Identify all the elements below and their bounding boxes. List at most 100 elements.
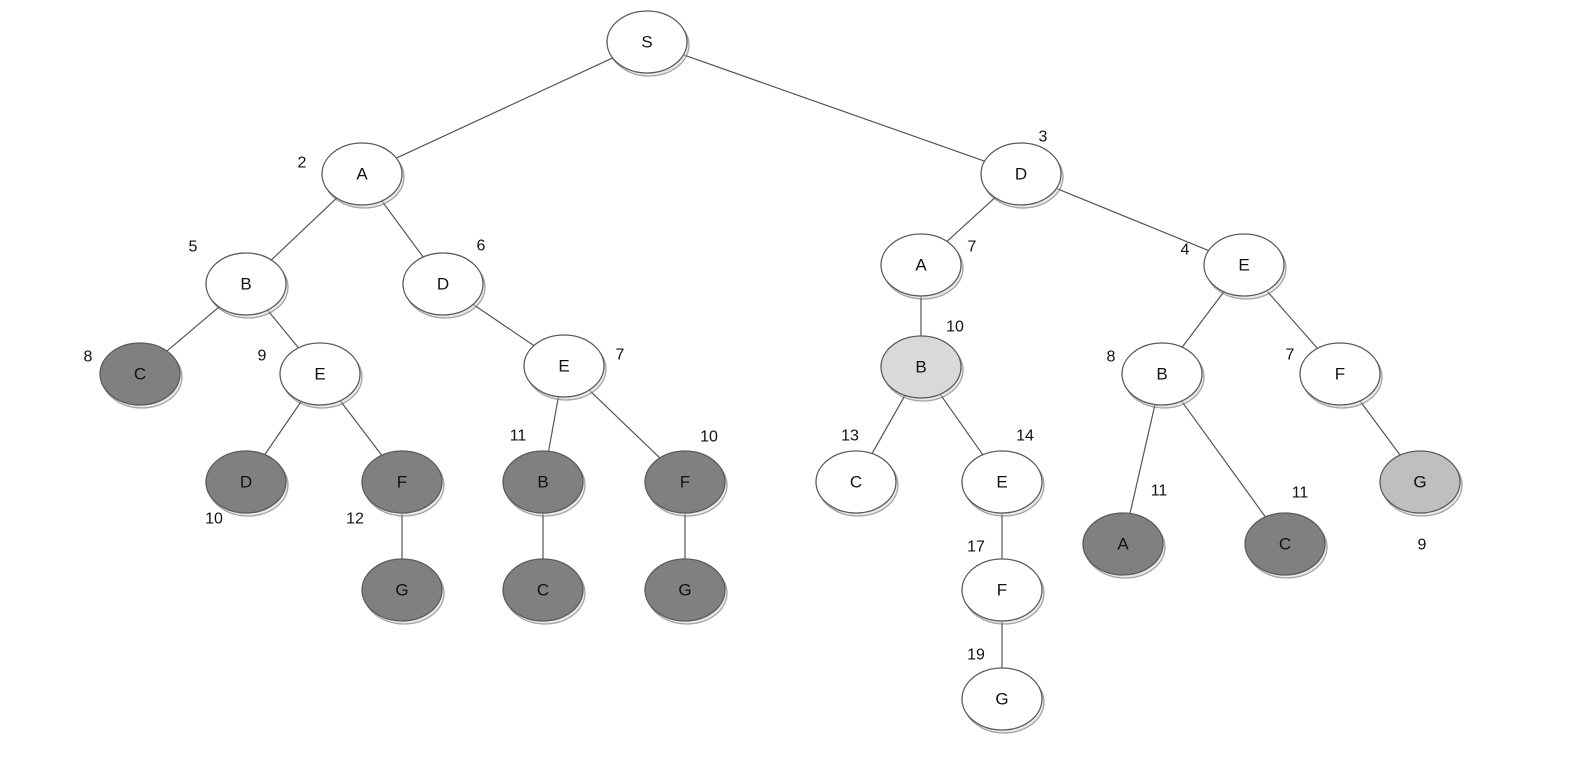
- node-circle: [815, 450, 897, 514]
- node-circle: [361, 450, 443, 514]
- node-label: C: [134, 365, 146, 384]
- path-cost-label: 2: [298, 155, 307, 172]
- tree-node-a: A: [321, 142, 405, 209]
- node-label: C: [850, 473, 862, 492]
- tree-node-e: E: [961, 450, 1045, 517]
- tree-node-g: G: [1379, 450, 1463, 517]
- tree-edge: [939, 393, 984, 456]
- node-circle: [1299, 342, 1381, 406]
- tree-node-c: C: [815, 450, 899, 517]
- path-cost-label: 11: [1292, 485, 1309, 502]
- node-label: G: [395, 581, 408, 600]
- tree-node-d: D: [205, 450, 289, 517]
- tree-edge: [1181, 400, 1266, 518]
- node-label: E: [558, 357, 569, 376]
- node-circle: [99, 342, 181, 406]
- tree-edge: [946, 197, 996, 242]
- node-label: G: [995, 690, 1008, 709]
- path-cost-label: 8: [84, 349, 93, 366]
- tree-node-e: E: [1203, 233, 1287, 300]
- node-label: B: [915, 358, 926, 377]
- node-circle: [1244, 512, 1326, 576]
- path-cost-label: 11: [510, 428, 527, 445]
- tree-edge: [264, 401, 302, 455]
- tree-node-e: E: [279, 342, 363, 409]
- node-circle: [1203, 233, 1285, 297]
- tree-edge: [1056, 187, 1209, 252]
- edges-layer: [166, 54, 1401, 668]
- tree-edge: [1359, 400, 1401, 456]
- node-label: D: [437, 275, 449, 294]
- node-circle: [880, 233, 962, 297]
- tree-node-g: G: [961, 667, 1045, 734]
- node-label: B: [240, 275, 251, 294]
- tree-node-f: F: [644, 450, 728, 517]
- node-label: F: [397, 473, 407, 492]
- path-cost-label: 9: [1418, 537, 1427, 554]
- node-circle: [502, 450, 584, 514]
- path-cost-label: 4: [1181, 242, 1190, 259]
- tree-edge: [1266, 290, 1318, 349]
- node-circle: [402, 252, 484, 316]
- node-label: C: [1279, 535, 1291, 554]
- node-label: F: [680, 473, 690, 492]
- path-cost-label: 10: [700, 429, 718, 446]
- path-cost-label: 14: [1016, 428, 1034, 445]
- node-label: F: [1335, 365, 1345, 384]
- path-cost-label: 8: [1107, 349, 1116, 366]
- tree-edge: [547, 396, 560, 452]
- node-circle: [279, 342, 361, 406]
- node-circle: [961, 558, 1043, 622]
- tree-edge: [1129, 404, 1156, 514]
- node-label: F: [997, 581, 1007, 600]
- tree-node-g: G: [644, 558, 728, 625]
- node-label: C: [537, 581, 549, 600]
- tree-node-b: B: [502, 450, 586, 517]
- tree-edge: [270, 197, 338, 261]
- path-cost-label: 7: [1286, 347, 1295, 364]
- tree-node-d: D: [402, 252, 486, 319]
- node-label: G: [678, 581, 691, 600]
- tree-node-d: D: [980, 142, 1064, 209]
- tree-node-f: F: [361, 450, 445, 517]
- node-circle: [644, 450, 726, 514]
- path-cost-label: 6: [477, 238, 486, 255]
- tree-node-b: B: [205, 252, 289, 319]
- node-circle: [205, 252, 287, 316]
- tree-edge: [166, 306, 220, 352]
- node-circle: [961, 450, 1043, 514]
- node-circle: [1379, 450, 1461, 514]
- node-circle: [1082, 512, 1164, 576]
- tree-node-a: A: [880, 233, 964, 300]
- path-cost-label: 9: [258, 348, 267, 365]
- path-cost-label: 11: [1151, 483, 1168, 500]
- tree-edge: [381, 200, 424, 258]
- path-cost-label: 5: [189, 239, 198, 256]
- path-cost-label: 3: [1039, 129, 1048, 146]
- tree-node-c: C: [502, 558, 586, 625]
- node-circle: [980, 142, 1062, 206]
- path-cost-label: 7: [968, 239, 977, 256]
- tree-node-c: C: [99, 342, 183, 409]
- node-circle: [321, 142, 403, 206]
- path-cost-label: 17: [967, 539, 985, 556]
- tree-edge: [267, 309, 299, 349]
- node-circle: [502, 558, 584, 622]
- tree-edge: [472, 303, 535, 347]
- path-cost-label: 10: [205, 511, 223, 528]
- node-label: A: [356, 165, 368, 184]
- node-label: A: [915, 256, 927, 275]
- tree-node-b: B: [880, 335, 964, 402]
- tree-edge: [871, 395, 906, 454]
- path-cost-label: 13: [841, 428, 859, 445]
- tree-edge: [683, 54, 985, 162]
- node-label: E: [314, 365, 325, 384]
- tree-node-f: F: [961, 558, 1045, 625]
- tree-node-b: B: [1121, 342, 1205, 409]
- node-circle: [361, 558, 443, 622]
- node-label: E: [996, 473, 1007, 492]
- node-circle: [205, 450, 287, 514]
